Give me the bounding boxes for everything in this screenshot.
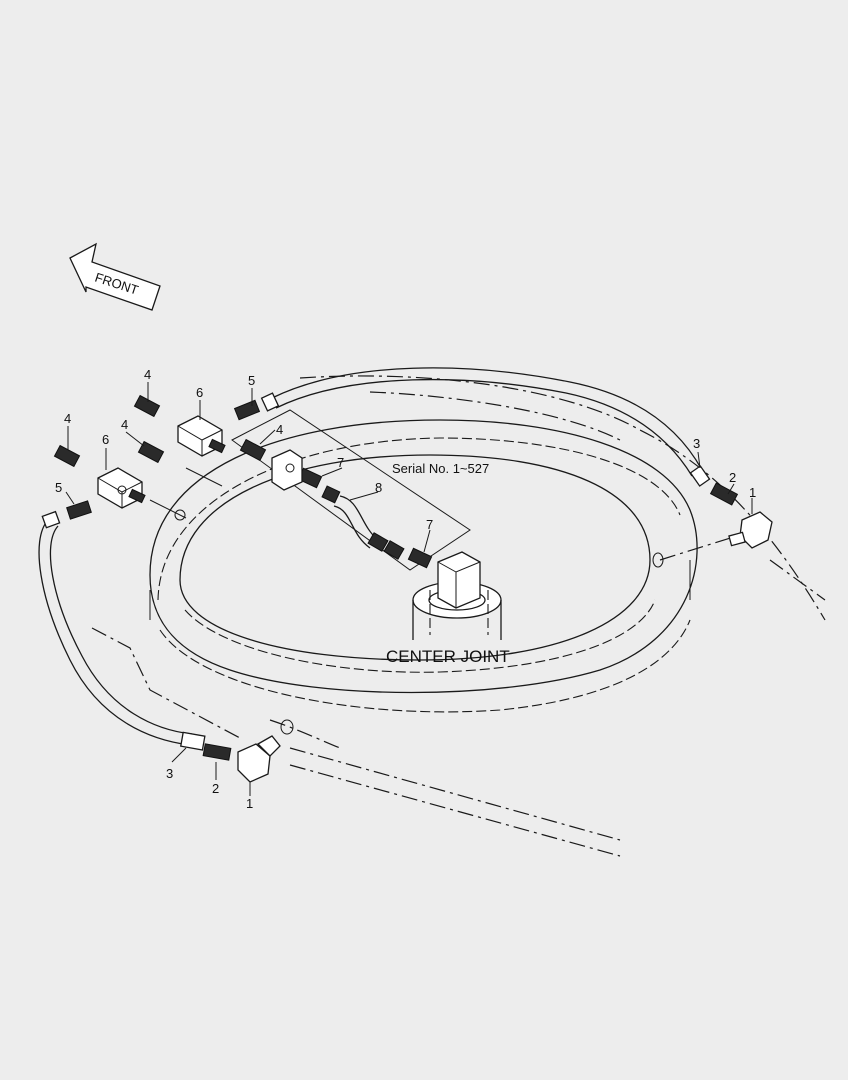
serial-number-label: Serial No. 1~527: [392, 461, 489, 476]
callout-5-left: 5: [55, 480, 62, 495]
adapter-4-inner: [239, 438, 267, 462]
front-arrow-icon: FRONT: [69, 242, 161, 311]
center-joint-label: CENTER JOINT: [386, 647, 510, 666]
adapter-4-upper: [133, 394, 161, 418]
callout-2-right: 2: [729, 470, 736, 485]
elbow-1-left: [237, 735, 281, 783]
leader-lines: [65, 382, 753, 796]
adapter-5-left: [66, 500, 92, 520]
hose-left: [38, 510, 206, 751]
callout-5-upper: 5: [248, 373, 255, 388]
callout-3-right: 3: [693, 436, 700, 451]
callout-2-left: 2: [212, 781, 219, 796]
hose-right: [260, 367, 711, 487]
adapter-2-right: [709, 482, 739, 506]
callout-4-mid: 4: [121, 417, 128, 432]
elbow-1-right: [728, 511, 773, 549]
callout-3-left: 3: [166, 766, 173, 781]
callout-7-upper: 7: [337, 455, 344, 470]
frame-port-right: [652, 552, 664, 568]
callout-1-right: 1: [749, 485, 756, 500]
bracket-block: [271, 449, 303, 491]
callout-7-lower: 7: [426, 517, 433, 532]
adapter-2-left: [202, 743, 232, 761]
center-joint: CENTER JOINT: [386, 551, 510, 666]
adapter-5-upper: [233, 399, 261, 421]
callout-4-left: 4: [64, 411, 71, 426]
frame-port-upper: [174, 509, 186, 521]
serial-number-box: Serial No. 1~527: [231, 409, 489, 571]
tee-block-upper: [177, 415, 226, 457]
callout-8: 8: [375, 480, 382, 495]
fitting-7-lower: [407, 547, 433, 569]
tee-block-left: [97, 467, 146, 509]
adapter-4-left: [53, 444, 81, 468]
callout-6-upper: 6: [196, 385, 203, 400]
callout-6-left: 6: [102, 432, 109, 447]
adapter-4-mid: [137, 440, 165, 464]
callout-4-upper: 4: [144, 367, 151, 382]
hose-8: [321, 485, 405, 560]
callout-1-left: 1: [246, 796, 253, 811]
callout-4-inner: 4: [276, 422, 283, 437]
frame-port-left: [280, 719, 294, 735]
